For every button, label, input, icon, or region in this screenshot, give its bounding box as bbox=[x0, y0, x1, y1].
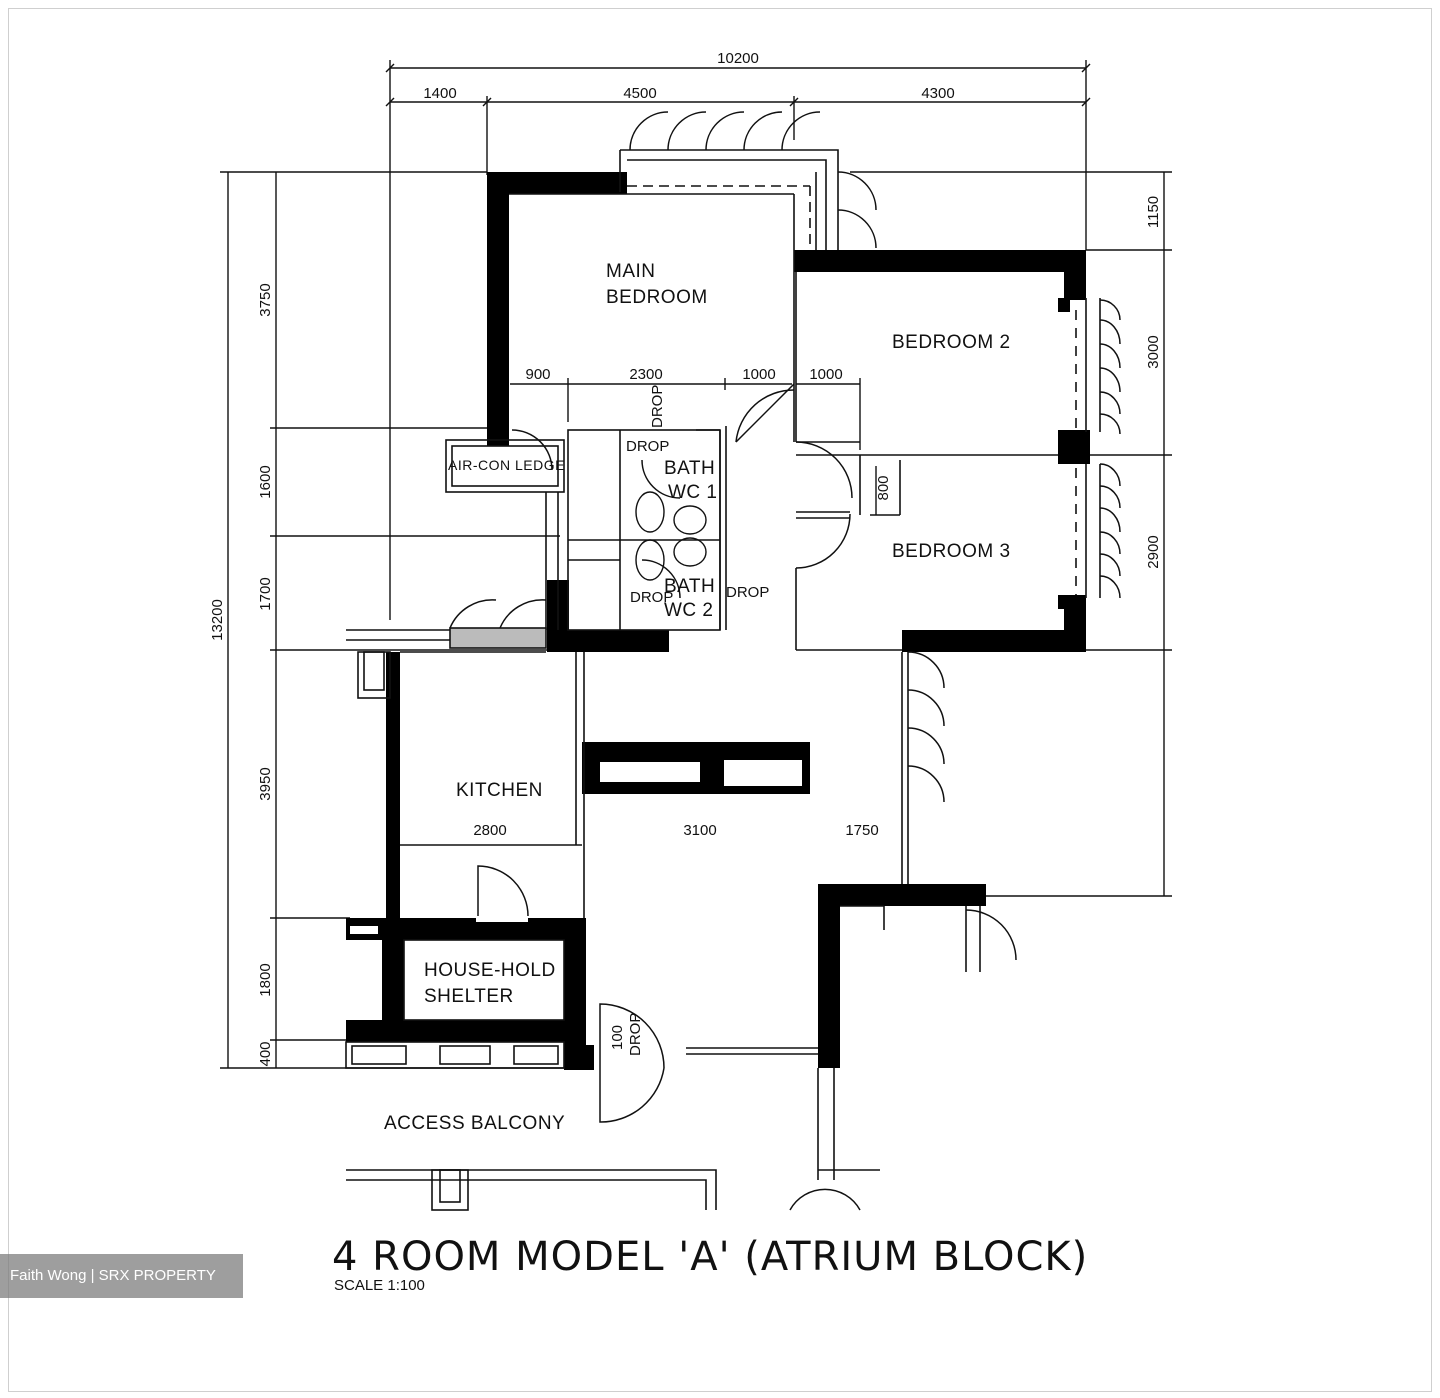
dim-top-2: 4500 bbox=[623, 85, 656, 102]
shelter-label-2: SHELTER bbox=[424, 986, 514, 1007]
dim-left-2: 1600 bbox=[257, 465, 274, 498]
dim-top-3: 4300 bbox=[921, 85, 954, 102]
dim-kitchen-1: 2800 bbox=[473, 822, 506, 839]
plan-title: 4 ROOM MODEL 'A' (ATRIUM BLOCK) bbox=[332, 1234, 1088, 1280]
bath2-label-2: WC 2 bbox=[664, 600, 714, 621]
dim-left-6: 400 bbox=[257, 1041, 274, 1066]
drop-label: DROP bbox=[726, 584, 769, 601]
plan-scale: SCALE 1:100 bbox=[334, 1277, 425, 1294]
dim-kitchen-3: 1750 bbox=[845, 822, 878, 839]
drop-label: DROP bbox=[626, 438, 669, 455]
dim-right-2: 3000 bbox=[1145, 335, 1162, 368]
drop-label: DROP bbox=[630, 589, 673, 606]
access-balcony-label: ACCESS BALCONY bbox=[384, 1113, 565, 1134]
dim-bedroom3: 800 bbox=[875, 475, 892, 500]
door-swings bbox=[449, 111, 1121, 1211]
dim-household: 100 bbox=[609, 1025, 626, 1050]
dim-kitchen-2: 3100 bbox=[683, 822, 716, 839]
main-bedroom-label-1: MAIN bbox=[606, 261, 656, 282]
bedroom2-label: BEDROOM 2 bbox=[892, 332, 1011, 353]
main-bedroom-label-2: BEDROOM bbox=[606, 287, 708, 308]
dim-left-1: 3750 bbox=[257, 283, 274, 316]
dim-left-5: 1800 bbox=[257, 963, 274, 996]
dim-inner-1: 900 bbox=[525, 366, 550, 383]
image-frame bbox=[8, 8, 1432, 1392]
dim-top-total: 10200 bbox=[717, 50, 759, 67]
dim-inner-3: 1000 bbox=[742, 366, 775, 383]
dim-left-4: 3950 bbox=[257, 767, 274, 800]
kitchen-label: KITCHEN bbox=[456, 780, 543, 801]
counter-cutouts bbox=[350, 760, 802, 934]
dim-inner-2: 2300 bbox=[629, 366, 662, 383]
drop-labels: DROP DROP DROP DROP DROP bbox=[626, 385, 769, 1056]
dim-left-3: 1700 bbox=[257, 577, 274, 610]
room-labels: MAIN BEDROOM BEDROOM 2 BEDROOM 3 AIR-CON… bbox=[384, 261, 1011, 1134]
bath1-label-2: WC 1 bbox=[668, 482, 718, 503]
dim-bedroom2: 1000 bbox=[809, 366, 842, 383]
thin-walls bbox=[345, 149, 1101, 1211]
dimension-lines bbox=[220, 60, 1172, 1069]
bath1-label-1: BATH bbox=[664, 458, 715, 479]
walls bbox=[346, 172, 1090, 1070]
bath2-label-1: BATH bbox=[664, 576, 715, 597]
dim-right-3: 2900 bbox=[1145, 535, 1162, 568]
drop-label: DROP bbox=[627, 1013, 644, 1056]
dim-right-1: 1150 bbox=[1145, 196, 1162, 228]
dim-top-1: 1400 bbox=[423, 85, 456, 102]
bedroom3-label: BEDROOM 3 bbox=[892, 541, 1011, 562]
watermark: Faith Wong | SRX PROPERTY bbox=[0, 1254, 243, 1298]
aircon-ledge-label: AIR-CON LEDGE bbox=[448, 457, 565, 473]
dim-left-total: 13200 bbox=[209, 599, 226, 641]
dimension-labels: 10200 1400 4500 4300 13200 3750 1600 170… bbox=[209, 50, 1162, 1067]
drop-label: DROP bbox=[649, 385, 666, 428]
sanitary-fixtures bbox=[635, 491, 707, 581]
shelter-label-1: HOUSE-HOLD bbox=[424, 960, 556, 981]
